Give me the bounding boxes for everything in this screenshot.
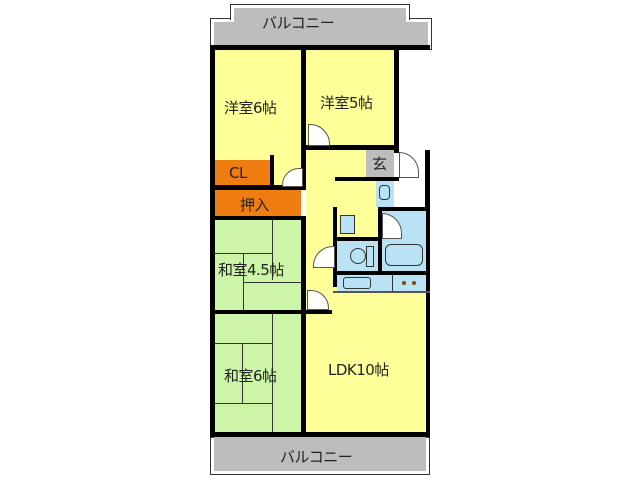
closet-cl-label: CL (229, 164, 247, 182)
wall-right-upper (396, 50, 430, 150)
wall-counter-bottom (333, 291, 430, 293)
wall-cl-right (270, 155, 274, 185)
room-japanese-4-5-label: 和室4.5帖 (218, 261, 284, 279)
wall-ldk-upper (306, 310, 332, 314)
closet-cl (215, 160, 270, 185)
wall-wc-bottom (333, 271, 430, 275)
balcony-bottom (214, 437, 426, 471)
wall-oshiire-bottom (215, 216, 306, 220)
wall-jp-divider (215, 310, 306, 314)
wall-vertical-lower (301, 220, 306, 432)
wall-wc-top (337, 237, 378, 241)
tatami-line (272, 220, 273, 280)
wall-western5-bottom (306, 145, 396, 150)
oshiire (215, 190, 301, 216)
wall-wc-left (333, 207, 337, 287)
wall-cl-bottom (215, 185, 306, 190)
balcony-top (214, 22, 428, 47)
balcony-top-label: バルコニー (262, 14, 335, 32)
tatami-line (243, 282, 301, 283)
wall-vertical-1 (301, 50, 306, 190)
room-ldk-label: LDK10帖 (328, 361, 389, 379)
room-japanese-4-5 (215, 220, 301, 310)
room-japanese-6-label: 和室6帖 (224, 367, 277, 385)
room-ldk (306, 293, 426, 432)
washing-machine-icon (340, 215, 355, 234)
room-western-6 (215, 50, 301, 160)
washbasin-icon (379, 185, 390, 200)
toilet-tank-icon (366, 246, 374, 267)
stove-burner-icon (412, 281, 416, 285)
entrance-label: 玄 (372, 155, 387, 173)
balcony-bottom-label: バルコニー (280, 448, 353, 466)
door-western6[interactable] (282, 168, 303, 187)
oshiire-label: 押入 (240, 196, 270, 214)
stove-burner-icon (402, 281, 406, 285)
room-western-6-label: 洋室6帖 (224, 99, 277, 117)
wall-entrance-bottom (335, 177, 399, 181)
counter-divider (392, 275, 393, 291)
balcony-top-upper (234, 8, 406, 24)
tatami-line (243, 253, 244, 310)
toilet-icon (350, 248, 366, 264)
bathtub-icon (385, 244, 423, 266)
wall-bath-top (378, 207, 430, 211)
tatami-line (272, 314, 273, 432)
room-japanese-6 (215, 314, 301, 432)
tatami-line (242, 343, 243, 403)
tatami-line (215, 403, 273, 404)
sink-icon (343, 277, 371, 289)
tatami-line (215, 343, 273, 344)
wall-wc-right (378, 207, 382, 287)
tatami-line (215, 253, 273, 254)
wall-right-edge (394, 45, 399, 153)
entrance (366, 150, 394, 177)
room-western-5-label: 洋室5帖 (320, 94, 373, 112)
